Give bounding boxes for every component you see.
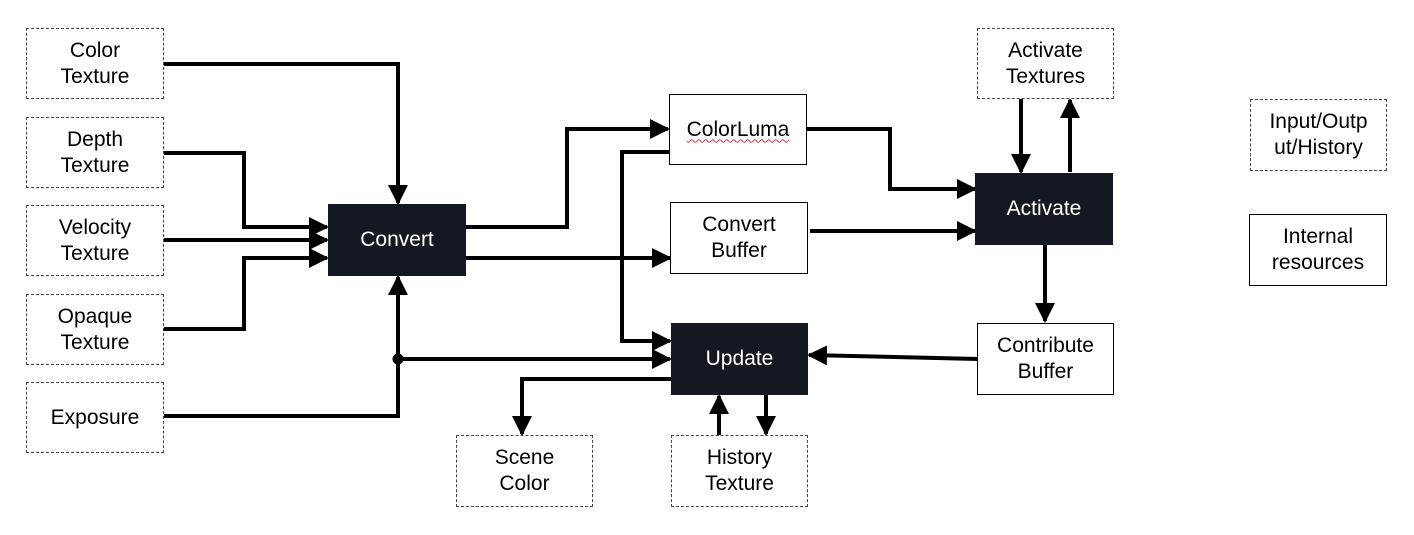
node-colorluma: ColorLuma bbox=[669, 94, 807, 165]
node-velocity-texture: Velocity Texture bbox=[26, 205, 164, 276]
node-convert-buffer-label: Convert Buffer bbox=[702, 213, 776, 262]
node-color-texture: Color Texture bbox=[26, 28, 164, 99]
node-convert: Convert bbox=[328, 204, 466, 276]
node-activate-label: Activate bbox=[1006, 197, 1082, 220]
edge-colorluma-to-update bbox=[620, 150, 672, 351]
node-colorluma-label: ColorLuma bbox=[686, 117, 790, 141]
node-scene-color: Scene Color bbox=[456, 435, 593, 507]
edge-exposure-to-convert bbox=[163, 275, 408, 418]
node-activate-textures-label: Activate Textures bbox=[1005, 38, 1086, 88]
edge-opaque-to-convert bbox=[163, 248, 329, 331]
edge-update-to-scenecolor bbox=[512, 377, 671, 436]
node-velocity-texture-label: Velocity Texture bbox=[58, 215, 132, 265]
edge-convert-to-colorluma bbox=[466, 119, 670, 229]
node-history-texture-label: History Texture bbox=[705, 446, 774, 495]
legend-io: Input/Outp ut/History bbox=[1250, 99, 1387, 171]
legend-internal-label: Internal resources bbox=[1271, 225, 1365, 274]
node-activate-textures: Activate Textures bbox=[977, 28, 1114, 99]
junction-dot bbox=[392, 353, 404, 365]
node-exposure: Exposure bbox=[26, 382, 164, 453]
node-depth-texture-label: Depth Texture bbox=[60, 127, 130, 177]
node-history-texture: History Texture bbox=[671, 435, 808, 507]
edge-color-to-convert bbox=[163, 62, 408, 205]
node-activate: Activate bbox=[975, 173, 1113, 245]
edge-depth-to-convert bbox=[163, 151, 329, 237]
node-depth-texture: Depth Texture bbox=[26, 117, 164, 188]
node-scene-color-label: Scene Color bbox=[494, 446, 555, 495]
node-update-label: Update bbox=[705, 347, 774, 370]
legend-internal: Internal resources bbox=[1249, 214, 1387, 286]
node-color-texture-label: Color Texture bbox=[60, 38, 130, 88]
node-convert-buffer: Convert Buffer bbox=[670, 202, 808, 274]
node-contribute-buffer-label: Contribute Buffer bbox=[997, 334, 1094, 383]
node-convert-label: Convert bbox=[360, 228, 434, 251]
node-exposure-label: Exposure bbox=[50, 405, 140, 429]
edge-colorluma-to-activate bbox=[807, 127, 977, 199]
node-contribute-buffer: Contribute Buffer bbox=[977, 323, 1114, 395]
node-opaque-texture-label: Opaque Texture bbox=[57, 304, 133, 354]
node-update: Update bbox=[671, 323, 808, 395]
node-opaque-texture: Opaque Texture bbox=[26, 294, 164, 365]
edge-contributebuffer-to-update bbox=[807, 345, 979, 366]
legend-io-label: Input/Outp ut/History bbox=[1269, 110, 1368, 159]
